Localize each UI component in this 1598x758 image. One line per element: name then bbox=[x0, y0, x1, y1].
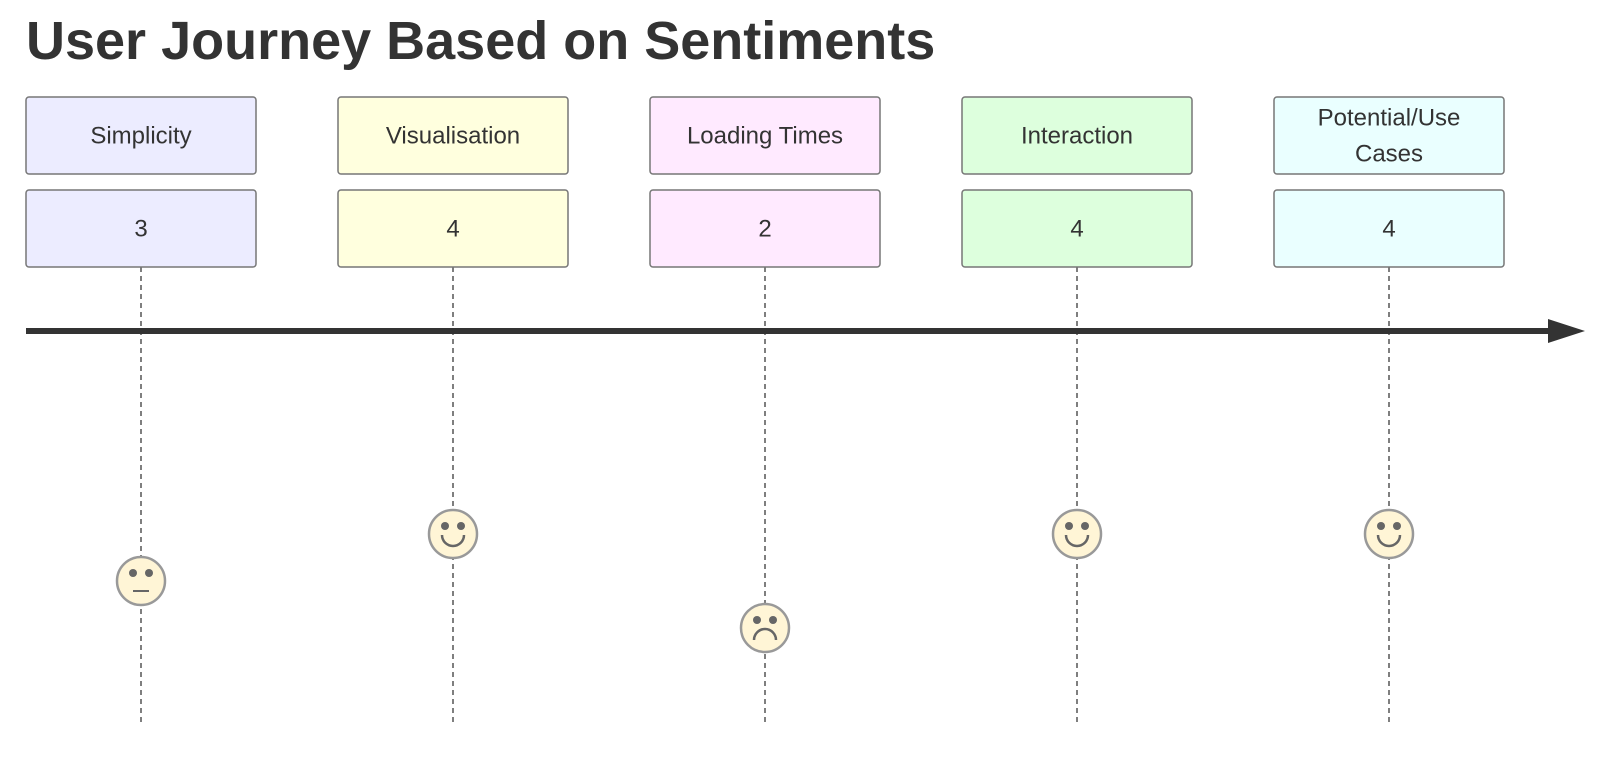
neutral-face-icon bbox=[115, 555, 167, 607]
guide-lines bbox=[140, 267, 1390, 722]
happy-face-icon bbox=[1363, 508, 1415, 560]
task-name-label: Loading Times bbox=[687, 123, 843, 150]
task-group: Simplicity 3 Visualisation 4 Loading Times 2 I… bbox=[25, 96, 1505, 268]
task-score-label: 4 bbox=[1070, 216, 1083, 243]
task-name-label: Interaction bbox=[1021, 123, 1133, 150]
task-score-label: 3 bbox=[134, 216, 147, 243]
page-title: User Journey Based on Sentiments bbox=[26, 11, 936, 71]
timeline-arrowhead bbox=[1548, 319, 1585, 343]
task-name-box bbox=[961, 96, 1193, 175]
task-score-box bbox=[649, 189, 881, 268]
task-score-box bbox=[25, 189, 257, 268]
happy-face-icon bbox=[427, 508, 479, 560]
task-score-label: 2 bbox=[758, 216, 771, 243]
task-score-box bbox=[337, 189, 569, 268]
sad-face-icon bbox=[739, 602, 791, 654]
task-name-box bbox=[25, 96, 257, 175]
task-name-box bbox=[337, 96, 569, 175]
task-name-box bbox=[649, 96, 881, 175]
task-name-label: Visualisation bbox=[386, 123, 520, 150]
happy-face-icon bbox=[1051, 508, 1103, 560]
task-score-label: 4 bbox=[1382, 216, 1395, 243]
task-name-box bbox=[1273, 96, 1505, 175]
task-score-box bbox=[961, 189, 1193, 268]
task-score-box bbox=[1273, 189, 1505, 268]
task-name-label: Simplicity bbox=[90, 123, 191, 150]
task-score-label: 4 bbox=[446, 216, 459, 243]
sentiment-faces bbox=[115, 508, 1415, 654]
